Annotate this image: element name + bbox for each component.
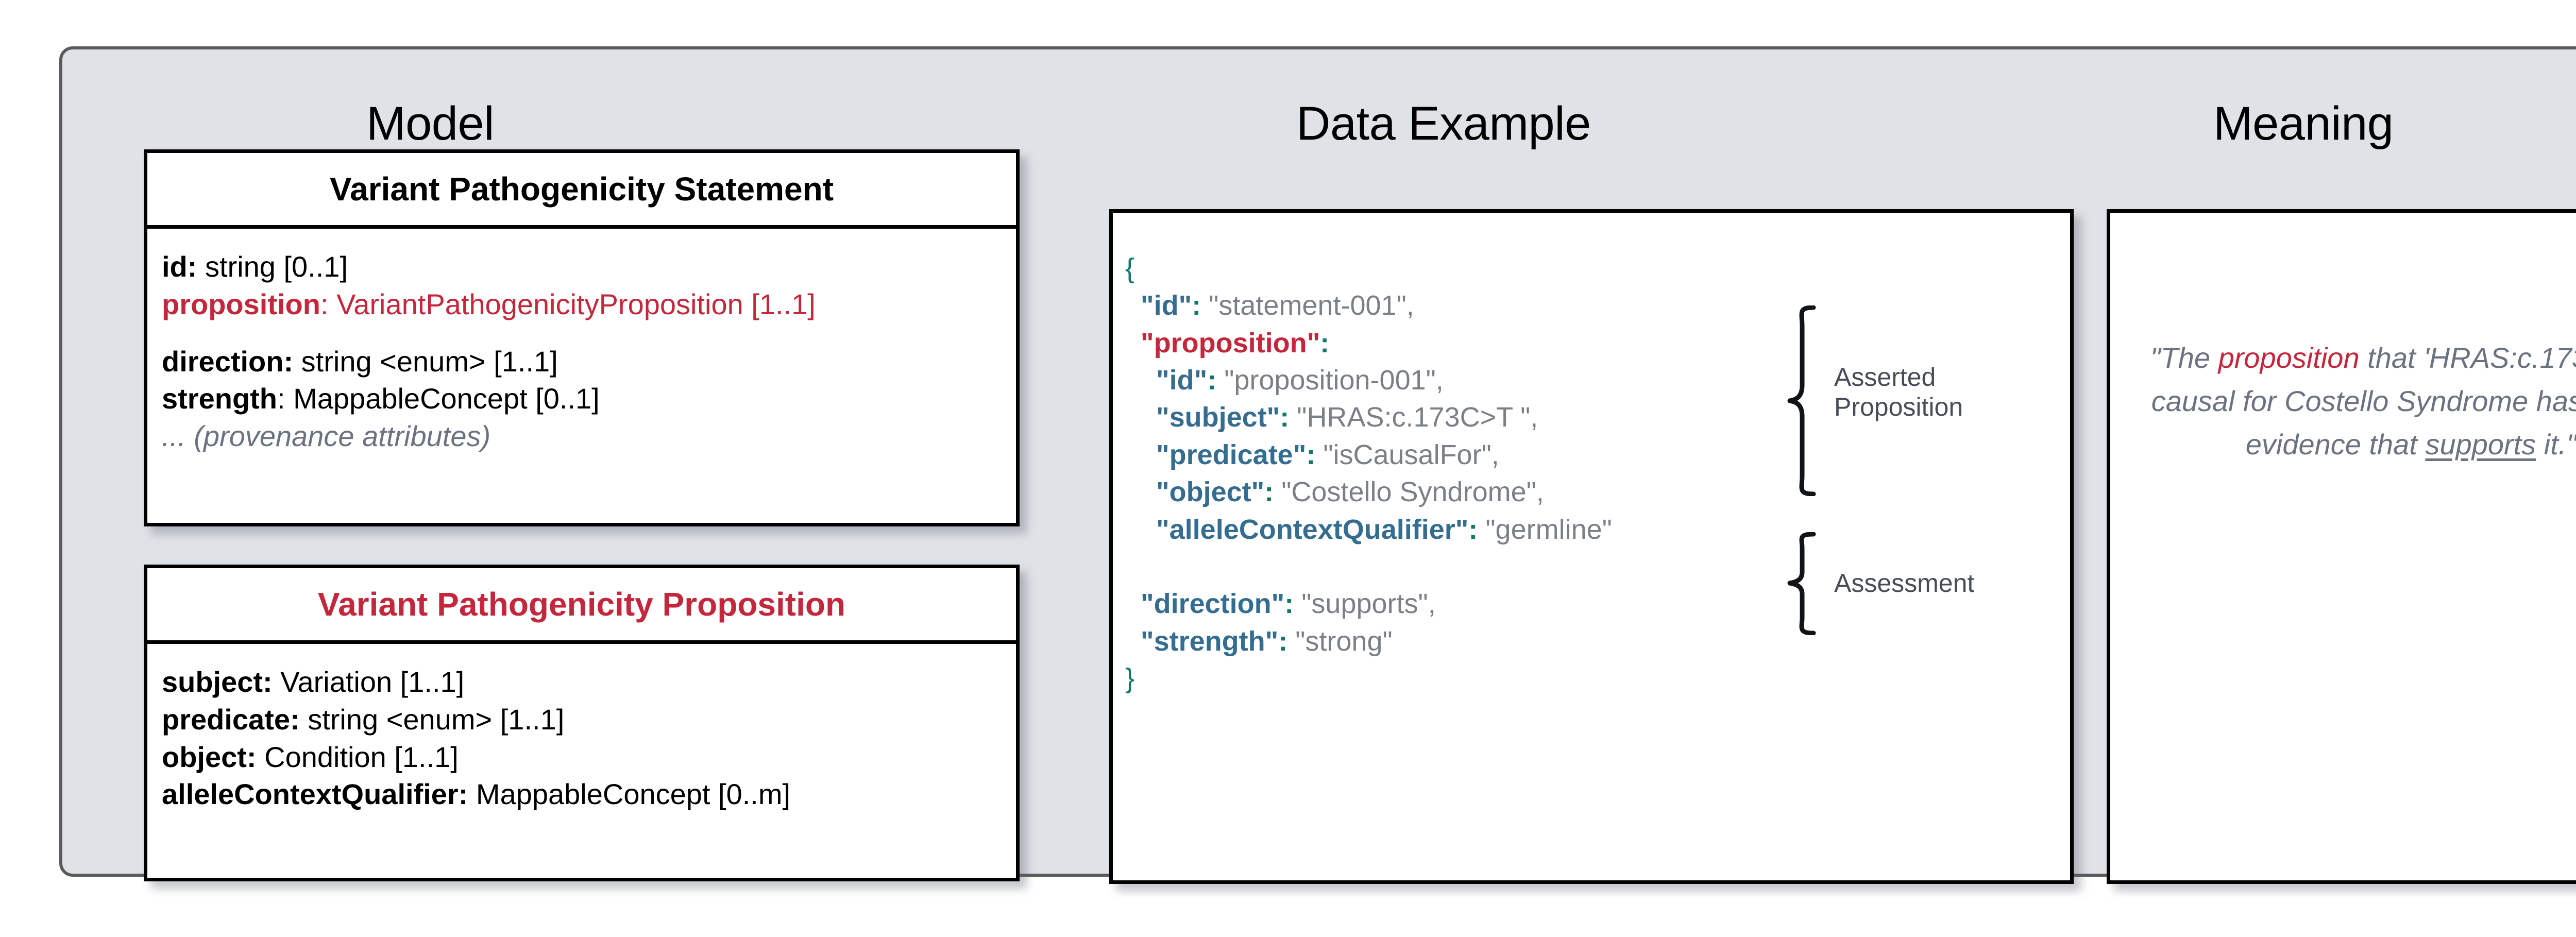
json-key: "proposition" (1141, 327, 1320, 359)
meaning-box: "The proposition that 'HRAS:c.173C>T is … (2107, 209, 2576, 884)
json-colon: : (1264, 476, 1274, 508)
json-code-block: { "id": "statement-001", "proposition": … (1125, 250, 1612, 697)
json-value: "isCausalFor" (1315, 439, 1492, 470)
json-key: "direction" (1141, 588, 1285, 620)
json-value: "strong" (1287, 625, 1393, 657)
brace-label-asserted-proposition: Asserted Proposition (1834, 363, 1963, 421)
uml-class-title-bar: Variant Pathogenicity Proposition (147, 568, 1016, 644)
attribute-row-object: object: Condition [1..1] (162, 739, 1016, 776)
attribute-row-allelecontextqualifier: alleleContextQualifier: MappableConcept … (162, 776, 1016, 813)
json-comma: , (1530, 402, 1538, 433)
json-colon: : (1278, 625, 1288, 657)
attribute-type: (provenance attributes) (185, 420, 491, 453)
attribute-name: proposition (162, 287, 320, 320)
attribute-row-provenance-ellipsis: ... (provenance attributes) (162, 418, 1016, 455)
json-comma: , (1536, 476, 1544, 508)
json-close-brace: } (1125, 662, 1135, 694)
attribute-name: direction: (162, 345, 294, 378)
attribute-type: : MappableConcept [0..1] (277, 382, 600, 415)
attribute-row-predicate: predicate: string <enum> [1..1] (162, 701, 1016, 739)
figure-panel: Model Data Example Meaning Variant Patho… (59, 46, 2576, 884)
attribute-name: id: (162, 250, 197, 283)
attribute-name: strength (162, 382, 277, 415)
json-colon: : (1207, 365, 1217, 396)
json-key: "id" (1141, 290, 1192, 321)
uml-class-title-bar: Variant Pathogenicity Statement (147, 153, 1016, 229)
json-colon: : (1192, 290, 1201, 321)
json-value: "HRAS:c.173C>T " (1289, 402, 1531, 433)
brace-assessment (1787, 532, 1816, 635)
json-colon: : (1280, 402, 1290, 433)
uml-class-title: Variant Pathogenicity Statement (329, 171, 834, 208)
attribute-name: ... (162, 420, 186, 453)
brace-label-assessment: Assessment (1834, 569, 1975, 598)
json-colon: : (1320, 327, 1330, 359)
json-comma: , (1491, 439, 1499, 470)
json-key: "strength" (1141, 625, 1279, 657)
json-comma: , (1435, 365, 1444, 396)
json-value: "proposition-001" (1216, 365, 1436, 396)
attribute-row-id: id: string [0..1] (162, 248, 1016, 286)
uml-class-attribute-list: subject: Variation [1..1] predicate: str… (147, 644, 1016, 813)
json-comma: , (1406, 290, 1414, 321)
attribute-row-direction: direction: string <enum> [1..1] (162, 343, 1016, 381)
json-value: "supports" (1294, 588, 1428, 620)
column-heading-data-example: Data Example (1296, 97, 1591, 150)
meaning-underline-supports: supports (2425, 428, 2536, 461)
meaning-prefix: "The (2150, 342, 2218, 374)
attribute-row-subject: subject: Variation [1..1] (162, 663, 1016, 701)
json-key: "predicate" (1156, 439, 1307, 470)
meaning-emphasis-proposition: proposition (2218, 342, 2360, 374)
attribute-name: alleleContextQualifier: (162, 778, 468, 811)
meaning-sentence: "The proposition that 'HRAS:c.173C>T is … (2126, 336, 2576, 466)
json-key: "alleleContextQualifier" (1156, 514, 1469, 545)
json-colon: : (1306, 439, 1316, 470)
attribute-name: predicate: (162, 703, 300, 736)
attribute-type: string <enum> [1..1] (293, 345, 558, 378)
json-key: "subject" (1156, 402, 1280, 433)
attribute-row-strength: strength: MappableConcept [0..1] (162, 380, 1016, 418)
attribute-name: subject: (162, 666, 273, 698)
json-value: "Costello Syndrome" (1274, 476, 1536, 508)
uml-class-variant-pathogenicity-statement: Variant Pathogenicity Statement id: stri… (144, 149, 1020, 526)
brace-asserted-proposition (1787, 305, 1816, 496)
attribute-row-proposition: proposition: VariantPathogenicityProposi… (162, 286, 1016, 323)
attribute-type: string [0..1] (197, 250, 348, 283)
attribute-type: : VariantPathogenicityProposition [1..1] (320, 287, 816, 320)
uml-class-title: Variant Pathogenicity Proposition (317, 586, 846, 623)
attribute-type: MappableConcept [0..m] (468, 778, 791, 811)
json-example-box: { "id": "statement-001", "proposition": … (1109, 209, 2074, 884)
json-key: "id" (1156, 365, 1208, 396)
json-open-brace: { (1125, 253, 1135, 284)
attribute-type: string <enum> [1..1] (299, 703, 565, 736)
uml-class-variant-pathogenicity-proposition: Variant Pathogenicity Proposition subjec… (144, 565, 1020, 881)
attribute-name: object: (162, 740, 257, 773)
column-heading-meaning: Meaning (2213, 97, 2394, 150)
json-value: "statement-001" (1201, 290, 1406, 321)
json-colon: : (1284, 588, 1294, 620)
attribute-type: Variation [1..1] (272, 666, 465, 698)
uml-class-attribute-list: id: string [0..1] proposition: VariantPa… (147, 229, 1016, 455)
column-heading-model: Model (366, 97, 495, 150)
meaning-middle-2: evidence that (2245, 428, 2426, 461)
json-value: "germline" (1478, 514, 1612, 545)
attribute-type: Condition [1..1] (256, 740, 459, 773)
meaning-suffix: it." (2536, 428, 2576, 461)
json-key: "object" (1156, 476, 1265, 508)
json-comma: , (1428, 588, 1436, 620)
json-colon: : (1468, 514, 1478, 545)
meaning-middle: that 'HRAS:c.173C>T is causal for Costel… (2151, 342, 2576, 417)
